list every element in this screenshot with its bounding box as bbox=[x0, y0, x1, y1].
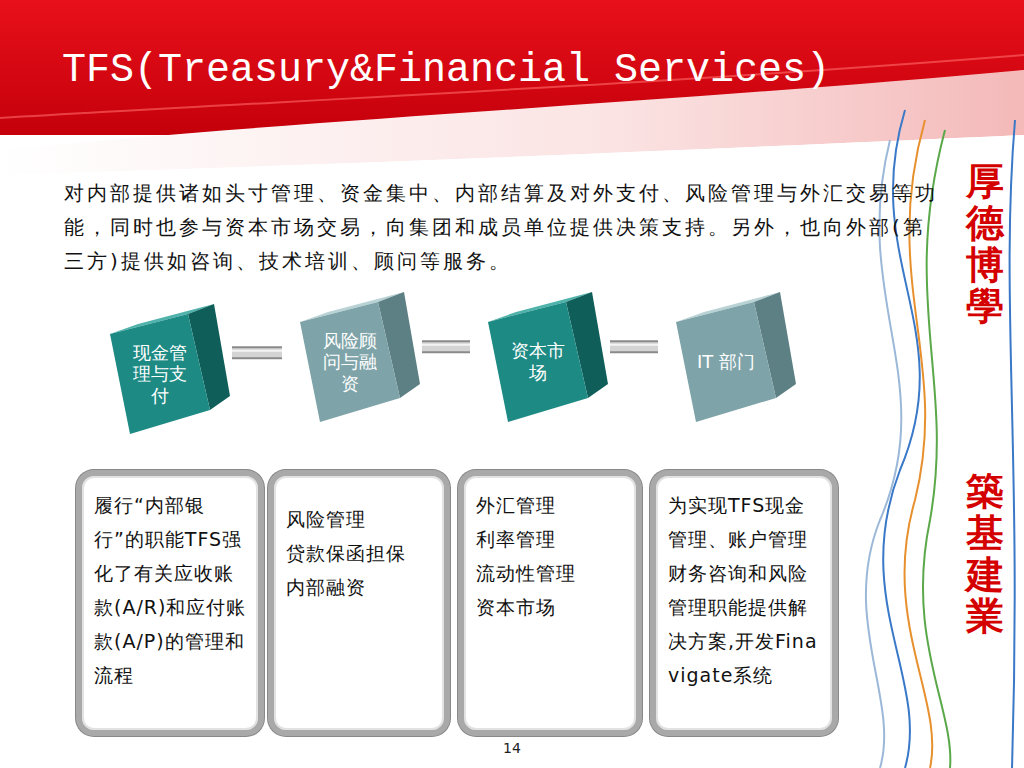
box-text: 流动性管理 bbox=[476, 556, 626, 590]
cube-node: 资本市场 bbox=[470, 288, 610, 428]
connector-bar bbox=[610, 342, 658, 351]
cube-label: 风险顾问与融资 bbox=[320, 330, 379, 395]
page-ground bbox=[0, 135, 1024, 768]
box-text: 资本市场 bbox=[476, 590, 626, 624]
box-text: 外汇管理 bbox=[476, 488, 626, 522]
box-text: 为实现TFS现金管理、账户管理财务咨询和风险管理职能提供解决方案,开发Finav… bbox=[668, 488, 822, 692]
detail-box: 风险管理贷款保函担保内部融资 bbox=[268, 470, 450, 736]
cube-front bbox=[110, 314, 210, 434]
decor-curves bbox=[866, 110, 1015, 768]
cube-label-holder: 风险顾问与融资 bbox=[308, 322, 392, 402]
cube-node: IT 部门 bbox=[658, 288, 798, 428]
connector-highlight bbox=[232, 350, 282, 352]
cube-front bbox=[300, 302, 400, 422]
cube-label: 资本市场 bbox=[508, 340, 567, 383]
cube-label: 现金管理与支付 bbox=[130, 342, 189, 407]
slide-title: TFS(Treasury&Financial Services) bbox=[62, 48, 830, 93]
motto-column: 築基建業 bbox=[966, 470, 1004, 637]
connector-highlight bbox=[422, 344, 470, 346]
intro-text: 对内部提供诸如头寸管理、资金集中、内部结算及对外支付、风险管理与外汇交易等功能，… bbox=[64, 176, 944, 278]
motto-column: 厚德博學 bbox=[966, 160, 1004, 327]
cube-node: 风险顾问与融资 bbox=[282, 288, 422, 428]
connector-bar bbox=[232, 348, 282, 357]
box-text: 内部融资 bbox=[286, 570, 434, 604]
cube-label: IT 部门 bbox=[696, 351, 755, 373]
cube-front bbox=[676, 302, 776, 422]
box-text: 利率管理 bbox=[476, 522, 626, 556]
cube-node: 现金管理与支付 bbox=[92, 300, 232, 440]
box-text: 贷款保函担保 bbox=[286, 536, 434, 570]
connector-highlight bbox=[610, 344, 658, 346]
connector-outline bbox=[422, 340, 470, 353]
page-number: 14 bbox=[503, 740, 521, 756]
connector-bar bbox=[422, 342, 470, 351]
detail-box: 为实现TFS现金管理、账户管理财务咨询和风险管理职能提供解决方案,开发Finav… bbox=[650, 470, 838, 736]
detail-box: 履行“内部银行”的职能TFS强化了有关应收账款(A/R)和应付账款(A/P)的管… bbox=[76, 470, 264, 736]
cube-label-holder: 现金管理与支付 bbox=[118, 334, 202, 414]
cube-label-holder: IT 部门 bbox=[684, 322, 768, 402]
box-text: 履行“内部银行”的职能TFS强化了有关应收账款(A/R)和应付账款(A/P)的管… bbox=[94, 488, 248, 692]
cube-front bbox=[488, 302, 588, 422]
detail-box: 外汇管理利率管理流动性管理资本市场 bbox=[458, 470, 642, 736]
cube-label-holder: 资本市场 bbox=[496, 322, 580, 402]
connector-outline bbox=[610, 340, 658, 353]
connector-outline bbox=[232, 346, 282, 359]
box-text: 风险管理 bbox=[286, 502, 434, 536]
